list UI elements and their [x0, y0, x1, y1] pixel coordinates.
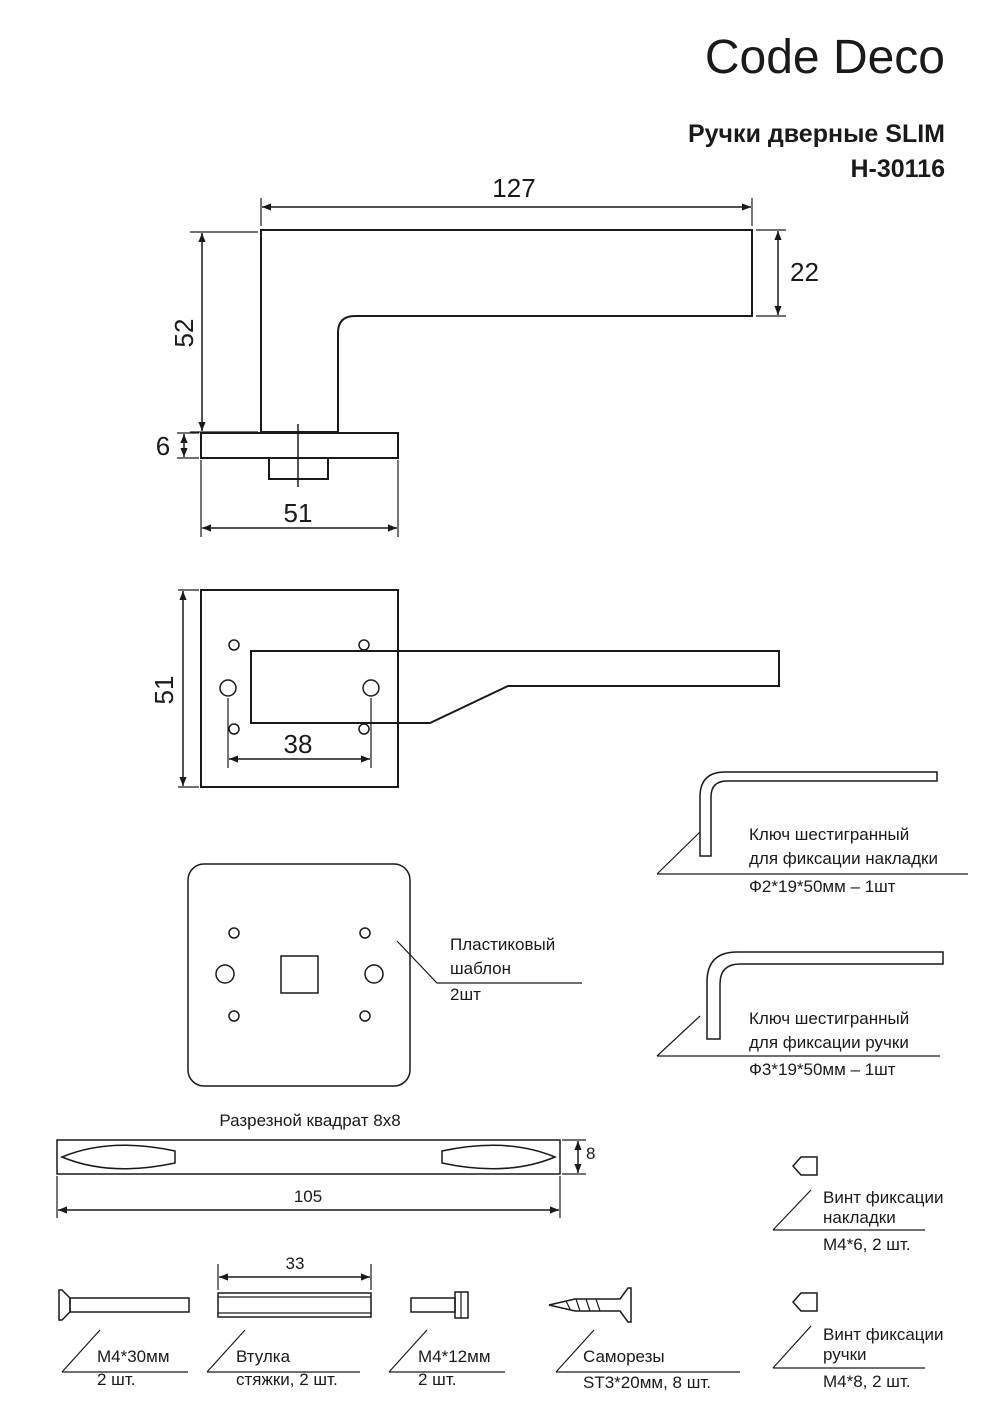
- hex-key-small-label-3: Ф2*19*50мм – 1шт: [749, 877, 896, 896]
- wood-screw-thread: [565, 1298, 601, 1312]
- hex-key-small-label-1: Ключ шестигранный: [749, 825, 909, 844]
- sleeve-leader: [206, 1329, 360, 1373]
- set-screw-handle-leader: [772, 1325, 925, 1369]
- dim-thickness-label: 22: [790, 257, 819, 287]
- bolt-m4x30-label-1: М4*30мм: [97, 1347, 170, 1366]
- hex-key-large-leader: [656, 1015, 940, 1057]
- sleeve-label-2: стяжки, 2 шт.: [236, 1370, 338, 1389]
- template-hole-br: [359, 1010, 371, 1022]
- template-outline: [187, 863, 411, 1087]
- set-screw-rose: Винт фиксации накладки М4*6, 2 шт.: [772, 1156, 944, 1254]
- hex-key-small: Ключ шестигранный для фиксации накладки …: [656, 771, 968, 896]
- hole-small-br: [358, 723, 370, 735]
- dim-length-label: 127: [492, 173, 535, 203]
- dim-hole-spacing-label: 38: [284, 729, 313, 759]
- hole-large-r: [362, 679, 380, 697]
- rose-top-outline: [200, 589, 399, 788]
- set-screw-handle-label-3: М4*8, 2 шт.: [823, 1372, 911, 1391]
- bolt-m4x12: М4*12мм 2 шт.: [388, 1291, 505, 1389]
- template-hole-ml: [215, 964, 235, 984]
- template-hole-bl: [228, 1010, 240, 1022]
- hex-key-small-label-2: для фиксации накладки: [749, 849, 938, 868]
- spindle-label: Разрезной квадрат 8х8: [219, 1111, 400, 1130]
- dim-spindle-length-label: 105: [294, 1187, 322, 1206]
- dim-side-label: 51: [149, 676, 179, 705]
- set-screw-handle: Винт фиксации ручки М4*8, 2 шт.: [772, 1292, 944, 1391]
- hex-key-large: Ключ шестигранный для фиксации ручки Ф3*…: [656, 951, 944, 1079]
- bolt-m4x30: М4*30мм 2 шт.: [58, 1289, 190, 1389]
- set-screw-rose-label-3: М4*6, 2 шт.: [823, 1235, 911, 1254]
- wood-screw-leader: [555, 1329, 740, 1373]
- wood-screw-label-1: Саморезы: [583, 1347, 665, 1366]
- handle-side-view: 127 52 22 6 51: [156, 173, 819, 537]
- wood-screw-label-2: ST3*20мм, 8 шт.: [583, 1373, 711, 1392]
- plastic-template: Пластиковый шаблон 2шт: [187, 863, 582, 1087]
- dim-rose-width-label: 51: [284, 498, 313, 528]
- hex-key-large-label-2: для фиксации ручки: [749, 1033, 909, 1052]
- bolt-m4x12-leader: [388, 1329, 505, 1373]
- set-screw-rose-label-1: Винт фиксации: [823, 1188, 944, 1207]
- set-screw-rose-label-2: накладки: [823, 1208, 896, 1227]
- template-hole-mr: [364, 964, 384, 984]
- sleeve-outline: [217, 1292, 372, 1318]
- set-screw-handle-shape: [791, 1292, 818, 1312]
- rose-side-outline: [200, 432, 399, 459]
- template-label-2: шаблон: [450, 959, 511, 978]
- lever-top-outline: [250, 650, 780, 724]
- sleeve-label-1: Втулка: [236, 1347, 291, 1366]
- set-screw-rose-leader: [772, 1189, 925, 1231]
- bolt-m4x12-label-2: 2 шт.: [418, 1370, 456, 1389]
- dim-sleeve-length-label: 33: [286, 1254, 305, 1273]
- sleeve: 33 Втулка стяжки, 2 шт.: [206, 1254, 372, 1389]
- hex-key-large-outline: [706, 951, 944, 1040]
- template-hole-tl: [228, 927, 240, 939]
- bolt-m4x12-shank: [410, 1297, 456, 1313]
- hex-key-small-leader: [656, 831, 968, 875]
- set-screw-handle-label-1: Винт фиксации: [823, 1325, 944, 1344]
- hole-small-tr: [358, 639, 370, 651]
- spindle-slot-left: [60, 1144, 176, 1170]
- handle-top-view: 51 38: [149, 589, 780, 788]
- spindle-outline: [56, 1139, 561, 1175]
- wood-screw: Саморезы ST3*20мм, 8 шт.: [548, 1287, 740, 1392]
- template-hole-tr: [359, 927, 371, 939]
- dim-rose-thickness-label: 6: [156, 431, 170, 461]
- hole-large-l: [219, 679, 237, 697]
- product-code: H-30116: [850, 155, 945, 183]
- bolt-m4x30-leader: [61, 1329, 188, 1373]
- template-square-hole: [280, 955, 319, 994]
- template-label-1: Пластиковый: [450, 935, 555, 954]
- wood-screw-shape: [548, 1287, 632, 1323]
- hex-key-large-label-1: Ключ шестигранный: [749, 1009, 909, 1028]
- bolt-m4x30-shank: [69, 1297, 190, 1313]
- hole-small-bl: [228, 723, 240, 735]
- template-label-3: 2шт: [450, 985, 481, 1004]
- dim-spindle-size-label: 8: [586, 1144, 595, 1163]
- split-spindle: Разрезной квадрат 8х8 8 105: [56, 1111, 595, 1218]
- hex-key-large-label-3: Ф3*19*50мм – 1шт: [749, 1060, 896, 1079]
- bolt-m4x30-head: [58, 1289, 71, 1321]
- bolt-m4x30-label-2: 2 шт.: [97, 1370, 135, 1389]
- dim-height-label: 52: [169, 319, 199, 348]
- set-screw-rose-shape: [791, 1156, 818, 1176]
- hex-key-small-outline: [699, 771, 938, 857]
- product-title: Ручки дверные SLIM: [688, 120, 945, 148]
- lever-side-outline: [260, 229, 753, 433]
- brand-logo: Code Deco: [705, 31, 945, 84]
- spindle-slot-right: [441, 1144, 557, 1170]
- set-screw-handle-label-2: ручки: [823, 1345, 867, 1364]
- hole-small-tl: [228, 639, 240, 651]
- bolt-m4x12-label-1: М4*12мм: [418, 1347, 491, 1366]
- template-leader: [396, 940, 582, 984]
